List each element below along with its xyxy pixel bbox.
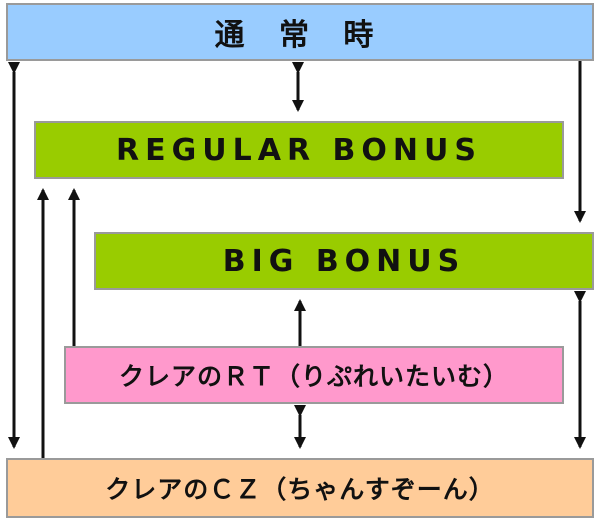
state-normal: 通 常 時 <box>6 3 594 61</box>
state-rt-label: クレアのＲＴ（りぷれいたいむ） <box>118 362 509 391</box>
state-rt: クレアのＲＴ（りぷれいたいむ） <box>64 346 564 404</box>
state-big-bonus-label: BIG BONUS <box>222 243 466 279</box>
state-regular-bonus: REGULAR BONUS <box>34 121 564 179</box>
state-big-bonus: BIG BONUS <box>94 232 594 290</box>
state-normal-label: 通 常 時 <box>214 18 386 53</box>
state-cz-label: クレアのＣＺ（ちゃんすぞーん） <box>105 475 495 504</box>
state-cz: クレアのＣＺ（ちゃんすぞーん） <box>6 458 594 518</box>
state-regular-bonus-label: REGULAR BONUS <box>116 132 482 168</box>
